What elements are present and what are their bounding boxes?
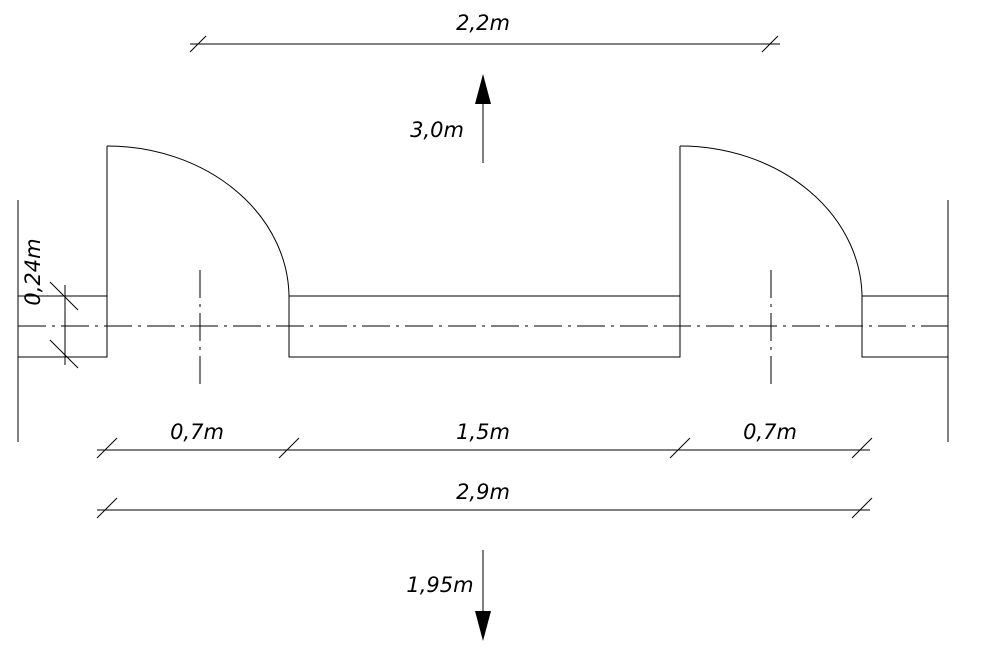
dimension-top-width: 2,2m: [189, 11, 780, 53]
dimension-chain: 0,7m 1,5m 0,7m: [96, 420, 873, 459]
label-top-width: 2,2m: [456, 11, 510, 35]
label-left-door: 0,7m: [170, 420, 224, 444]
label-depth-down: 1,95m: [406, 573, 473, 597]
dimension-total-width: 2,9m: [96, 480, 873, 519]
label-middle-wall: 1,5m: [456, 420, 510, 444]
label-total-width: 2,9m: [456, 480, 510, 504]
door-left: [106, 145, 290, 326]
dimension-wall-thickness: 0,24m: [21, 238, 79, 369]
label-height-up: 3,0m: [410, 118, 464, 142]
door-right: [679, 145, 863, 326]
label-wall-thickness: 0,24m: [21, 238, 45, 305]
arrow-up-icon: 3,0m: [410, 74, 491, 163]
label-right-door: 0,7m: [743, 420, 797, 444]
arrow-down-icon: 1,95m: [406, 550, 491, 641]
